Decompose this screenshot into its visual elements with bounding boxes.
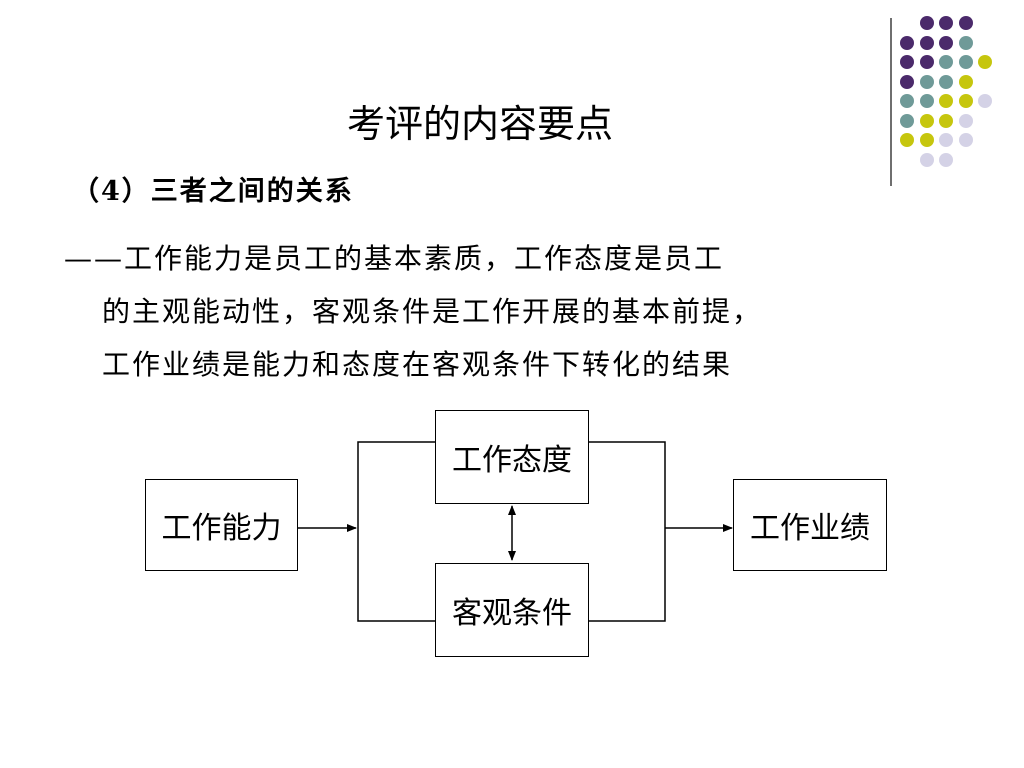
decorative-vertical-divider: [890, 18, 892, 186]
node-work-performance: 工作业绩: [733, 479, 887, 571]
body-paragraph: ——工作能力是员工的基本素质，工作态度是员工 的主观能动性，客观条件是工作开展的…: [64, 232, 904, 391]
slide-title: 考评的内容要点: [346, 102, 613, 146]
body-line-3: 工作业绩是能力和态度在客观条件下转化的结果: [102, 348, 733, 381]
node-objective-conditions: 客观条件: [435, 563, 589, 657]
bracket-right: [588, 441, 666, 622]
bracket-left: [357, 441, 436, 622]
node-work-ability: 工作能力: [145, 479, 298, 571]
node-work-attitude: 工作态度: [435, 410, 589, 504]
slide-subtitle: （4）三者之间的关系: [72, 176, 354, 207]
body-line-1: ——工作能力是员工的基本素质，工作态度是员工: [64, 242, 725, 275]
body-line-2: 的主观能动性，客观条件是工作开展的基本前提，: [102, 295, 763, 328]
